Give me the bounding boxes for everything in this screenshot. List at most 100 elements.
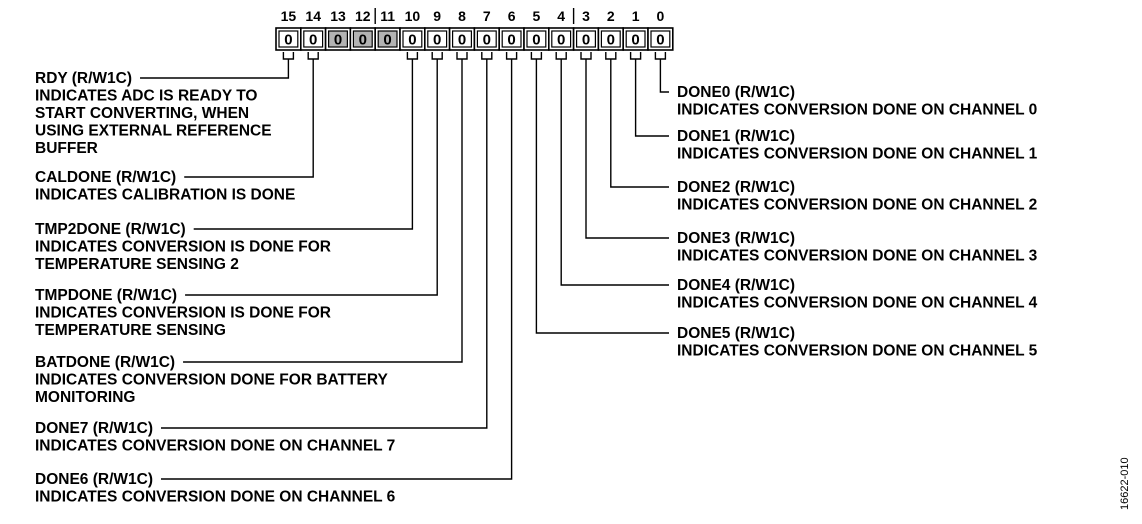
bit-bracket-5 [530, 52, 543, 60]
field-description: INDICATES CONVERSION DONE ON CHANNEL 0 [677, 102, 1037, 119]
field-description: MONITORING [35, 389, 135, 406]
field-done0: DONE0 (R/W1C)INDICATES CONVERSION DONE O… [677, 84, 1037, 119]
field-description: INDICATES CONVERSION DONE ON CHANNEL 2 [677, 197, 1037, 214]
connector-bit-0 [659, 59, 669, 93]
bit-value-6: 0 [507, 32, 515, 49]
field-description: INDICATES CONVERSION DONE ON CHANNEL 3 [677, 248, 1038, 265]
bit-cell-inner-1 [625, 30, 646, 48]
field-name: DONE1 (R/W1C) [677, 128, 795, 145]
bit-bracket-4 [555, 52, 567, 60]
bit-cell-inner-0 [650, 30, 671, 48]
bit-bracket-2 [605, 52, 617, 60]
field-name: DONE0 (R/W1C) [677, 84, 795, 101]
bit-cell-inner-2 [600, 30, 621, 48]
field-name: DONE6 (R/W1C) [35, 471, 153, 488]
field-description: INDICATES CONVERSION IS DONE FOR [35, 239, 331, 256]
field-name: DONE7 (R/W1C) [35, 420, 153, 437]
field-name: DONE4 (R/W1C) [677, 277, 795, 294]
bit-cell-inner-5 [526, 30, 547, 48]
bit-number-9: 9 [433, 8, 441, 24]
field-description: INDICATES CONVERSION IS DONE FOR [35, 305, 331, 322]
field-description: TEMPERATURE SENSING [35, 322, 226, 339]
bit-value-1: 0 [631, 32, 639, 49]
bit-value-14: 0 [309, 32, 317, 49]
bit-value-12: 0 [359, 32, 367, 49]
bit-value-8: 0 [458, 32, 466, 49]
field-name: DONE5 (R/W1C) [677, 325, 795, 342]
bit-cell-inner-11 [377, 30, 398, 48]
connector-bit-9 [185, 59, 438, 296]
bit-value-2: 0 [607, 32, 615, 49]
bit-number-0: 0 [657, 8, 665, 24]
field-done4: DONE4 (R/W1C)INDICATES CONVERSION DONE O… [677, 277, 1038, 312]
bit-bracket-6 [505, 52, 518, 60]
field-name: RDY (R/W1C) [35, 70, 132, 87]
right-field-labels: DONE0 (R/W1C)INDICATES CONVERSION DONE O… [677, 84, 1038, 360]
field-done6: DONE6 (R/W1C)INDICATES CONVERSION DONE O… [35, 471, 396, 506]
bit-value-7: 0 [483, 32, 491, 49]
field-description: INDICATES CONVERSION DONE ON CHANNEL 1 [677, 146, 1038, 163]
connector-bit-4 [560, 59, 669, 286]
bit-number-11: 11 [380, 8, 395, 24]
field-description: INDICATES CONVERSION DONE ON CHANNEL 7 [35, 438, 395, 455]
field-done3: DONE3 (R/W1C)INDICATES CONVERSION DONE O… [677, 230, 1038, 265]
bit-number-5: 5 [533, 8, 541, 24]
connector-bit-14 [184, 59, 314, 178]
bit-cell-inner-8 [452, 30, 473, 48]
field-name: DONE2 (R/W1C) [677, 179, 795, 196]
connector-bit-1 [634, 59, 669, 137]
field-description: BUFFER [35, 140, 98, 157]
field-description: INDICATES CONVERSION DONE FOR BATTERY [35, 372, 388, 389]
field-name: CALDONE (R/W1C) [35, 169, 176, 186]
connector-bit-15 [140, 59, 290, 79]
field-tmpdone: TMPDONE (R/W1C)INDICATES CONVERSION IS D… [35, 287, 331, 339]
bit-cell-inner-13 [328, 30, 349, 48]
bit-cell-inner-6 [501, 30, 522, 48]
bit-value-5: 0 [532, 32, 540, 49]
bit-number-4: 4 [557, 8, 565, 24]
field-done2: DONE2 (R/W1C)INDICATES CONVERSION DONE O… [677, 179, 1037, 214]
bit-number-8: 8 [458, 8, 466, 24]
bit-cell-inner-3 [575, 30, 596, 48]
bit-bracket-8 [456, 52, 468, 60]
bit-value-15: 0 [284, 32, 292, 49]
bit-value-13: 0 [334, 32, 342, 49]
bit-cell-inner-4 [551, 30, 572, 48]
bit-bracket-9 [431, 52, 443, 60]
connector-bit-7 [160, 59, 488, 429]
bit-value-4: 0 [557, 32, 565, 49]
bit-value-0: 0 [656, 32, 664, 49]
field-description: TEMPERATURE SENSING 2 [35, 256, 239, 273]
bit-cell-inner-15 [278, 30, 299, 48]
bit-cell-inner-9 [427, 30, 448, 48]
bit-number-6: 6 [508, 8, 516, 24]
bit-bracket-14 [307, 52, 319, 60]
field-done7: DONE7 (R/W1C)INDICATES CONVERSION DONE O… [35, 420, 395, 455]
field-description: INDICATES ADC IS READY TO [35, 88, 257, 105]
bit-cell-inner-7 [476, 30, 497, 48]
bit-value-9: 0 [433, 32, 441, 49]
field-description: INDICATES CALIBRATION IS DONE [35, 187, 295, 204]
field-description: USING EXTERNAL REFERENCE [35, 123, 272, 140]
field-tmp2done: TMP2DONE (R/W1C)INDICATES CONVERSION IS … [35, 221, 331, 273]
bit-number-13: 13 [330, 8, 346, 24]
field-rdy: RDY (R/W1C)INDICATES ADC IS READY TOSTAR… [35, 70, 272, 157]
bit-number-10: 10 [405, 8, 421, 24]
bit-cell-inner-12 [352, 30, 373, 48]
bit-number-12: 12 [355, 8, 371, 24]
bit-value-11: 0 [383, 32, 391, 49]
bit-bracket-1 [629, 52, 642, 60]
bit-number-1: 1 [632, 8, 640, 24]
connector-bit-10 [193, 59, 414, 230]
bit-bracket-7 [481, 52, 493, 60]
bit-value-10: 0 [408, 32, 416, 49]
bit-number-3: 3 [582, 8, 590, 24]
field-name: TMP2DONE (R/W1C) [35, 221, 186, 238]
figure-id: 16622-010 [1119, 457, 1131, 510]
field-batdone: BATDONE (R/W1C)INDICATES CONVERSION DONE… [35, 354, 388, 406]
connector-bit-2 [610, 59, 669, 188]
bit-number-7: 7 [483, 8, 491, 24]
